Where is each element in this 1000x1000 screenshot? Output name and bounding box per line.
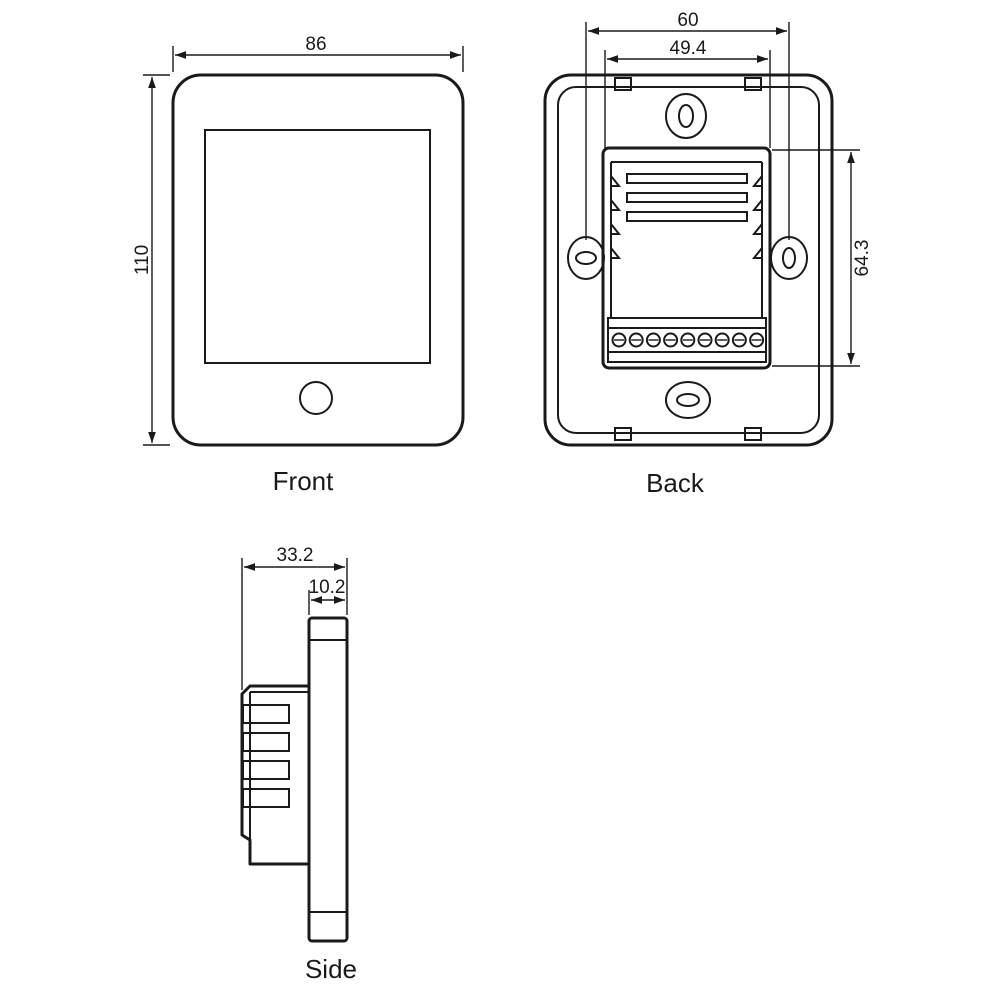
side-fin-2	[242, 732, 290, 752]
back-mount-hole-right	[770, 236, 808, 280]
terminal-screw-icon	[697, 332, 713, 348]
front-caption: Front	[273, 466, 334, 496]
front-height-label: 110	[132, 245, 153, 275]
back-caption: Back	[646, 468, 705, 498]
front-view: 86 110 Front	[132, 34, 465, 496]
side-fin-3	[242, 760, 290, 780]
side-fin-4	[242, 788, 290, 808]
back-body-outer	[543, 73, 834, 447]
terminal-screw-icon	[663, 332, 679, 348]
terminal-screw-icon	[611, 332, 627, 348]
back-height-label: 64.3	[852, 240, 873, 277]
back-mount-hole-bottom	[665, 381, 711, 419]
back-mount-hole-left	[567, 236, 605, 280]
side-back-housing	[240, 684, 309, 866]
terminal-screw-icon	[645, 332, 661, 348]
front-screen	[204, 129, 431, 364]
back-mount-hole-top	[665, 93, 707, 139]
back-outer-width-label: 60	[677, 10, 698, 31]
terminal-screw-icon	[714, 332, 730, 348]
back-rib-3	[626, 211, 748, 222]
back-terminal-block	[607, 317, 767, 363]
back-body-inner	[557, 86, 820, 434]
back-teeth-left	[610, 175, 622, 259]
front-body-outline	[171, 73, 465, 447]
back-rib-2	[626, 192, 748, 203]
terminal-screw-icon	[731, 332, 747, 348]
front-button-icon	[299, 381, 333, 415]
back-top-notch-left	[614, 77, 632, 91]
back-terminal-housing	[601, 146, 772, 370]
terminal-screw-icon	[628, 332, 644, 348]
back-terminal-screws	[611, 332, 765, 348]
side-fin-1	[242, 704, 290, 724]
back-top-notch-right	[744, 77, 762, 91]
side-caption: Side	[305, 954, 357, 984]
side-plate-depth-label: 10.2	[309, 577, 346, 598]
terminal-screw-icon	[749, 332, 765, 348]
side-total-depth-label: 33.2	[277, 545, 314, 566]
back-view: 60 49.4 64.3 Back	[543, 10, 873, 498]
side-front-plate	[307, 616, 349, 943]
back-inner-width-label: 49.4	[670, 38, 707, 59]
terminal-screw-icon	[680, 332, 696, 348]
front-width-label: 86	[305, 34, 326, 55]
back-rib-1	[626, 173, 748, 184]
side-view: 33.2 10.2 Side	[240, 545, 357, 984]
back-teeth-right	[751, 175, 763, 259]
back-bottom-notch-right	[744, 427, 762, 441]
back-bottom-notch-left	[614, 427, 632, 441]
